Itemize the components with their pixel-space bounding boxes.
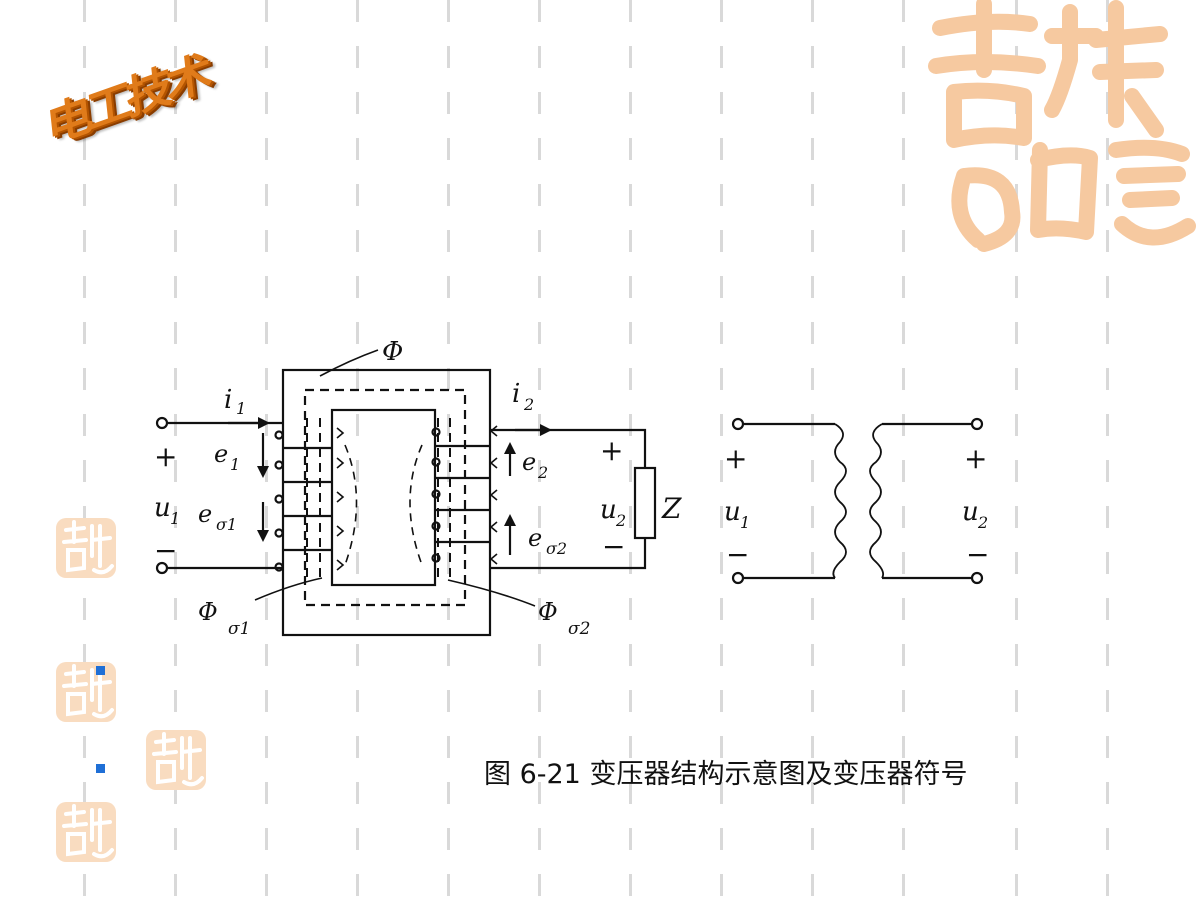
label-e1: e [214,440,228,468]
label-load-z: Z [661,492,682,525]
leakage-flux-primary-curve [344,444,358,566]
background-dash-column [1015,0,1018,900]
label-u2-plus: + [600,434,623,467]
e2-arrowhead [504,442,516,454]
background-dash-column [447,0,450,900]
course-logo-text: 电工技术 [43,45,209,155]
small-seal-watermark-icon [56,662,116,722]
label-u1: u [154,493,171,523]
symbol-label-u1-minus: − [726,538,749,571]
symbol-label-u2-minus: − [966,538,989,571]
transformer-diagram: Φ i 1 i 2 e 1 e σ1 e 2 e σ2 + u 1 − + u … [154,337,989,639]
label-flux-leak2: Φ [538,598,558,626]
background-dash-column [720,0,723,900]
small-seal-watermark-icon [56,518,116,578]
label-e2: e [522,448,536,476]
transformer-symbol [731,417,984,585]
label-u1-plus: + [154,440,177,473]
background-dash-column [174,0,177,900]
i1-arrowhead [258,417,270,429]
label-flux-leak1-sub: σ1 [228,619,250,639]
symbol-label-u1: u [724,497,741,527]
label-es1-sub: σ1 [216,515,237,534]
background-dash-column [1106,0,1109,900]
background-dash-column [356,0,359,900]
e1-arrowhead [257,466,269,478]
label-flux-leak2-sub: σ2 [568,619,590,639]
label-e2-sub: 2 [537,463,548,482]
transformer-core-outer [281,368,492,637]
symbol-label-u2-sub: 2 [977,513,988,532]
label-i1-sub: 1 [236,399,246,418]
secondary-winding [431,425,498,565]
label-u2-sub: 2 [615,511,626,530]
label-es2-sub: σ2 [546,539,567,558]
background-dash-column [902,0,905,900]
main-flux-path [303,388,467,607]
flux-main-leader [319,349,379,377]
background-dash-column [83,0,86,900]
leakage-flux-primary [306,418,321,580]
symbol-label-u1-plus: + [724,442,747,475]
load-impedance [633,466,657,540]
leakage-flux-secondary [437,418,451,580]
list-bullet [96,666,105,675]
label-es1: e [198,500,212,528]
label-es2: e [528,524,542,552]
flux-leak2-leader [447,579,536,607]
label-u2-minus: − [602,530,625,563]
es2-arrowhead [504,514,516,526]
background-dash-column [811,0,814,900]
background-dash-column [265,0,268,900]
label-flux-leak1: Φ [198,598,218,626]
figure-caption: 图 6-21 变压器结构示意图及变压器符号 [484,759,968,790]
label-flux-main: Φ [382,337,403,367]
label-u2: u [600,495,617,525]
symbol-label-u2-plus: + [964,442,987,475]
label-u1-minus: − [154,534,177,567]
symbol-label-u2: u [962,497,979,527]
es1-arrowhead [257,530,269,542]
symbol-label-u1-sub: 1 [740,513,750,532]
label-i2-sub: 2 [523,395,534,414]
background-dash-column [629,0,632,900]
list-bullet [96,764,105,773]
auspicious-seal-watermark-icon [928,0,1196,252]
leakage-flux-secondary-curve [409,444,423,566]
label-e1-sub: 1 [230,455,240,474]
label-i1: i [224,385,232,415]
label-u1-sub: 1 [170,509,180,528]
flux-leak1-leader [254,577,323,601]
label-i2: i [512,379,520,409]
small-seal-watermark-icon [146,730,206,790]
background-dash-column [538,0,541,900]
course-logo: 电工技术 [40,40,250,155]
i2-arrowhead [540,424,552,436]
small-seal-watermark-icon [56,802,116,862]
primary-terminal-top [155,416,169,430]
